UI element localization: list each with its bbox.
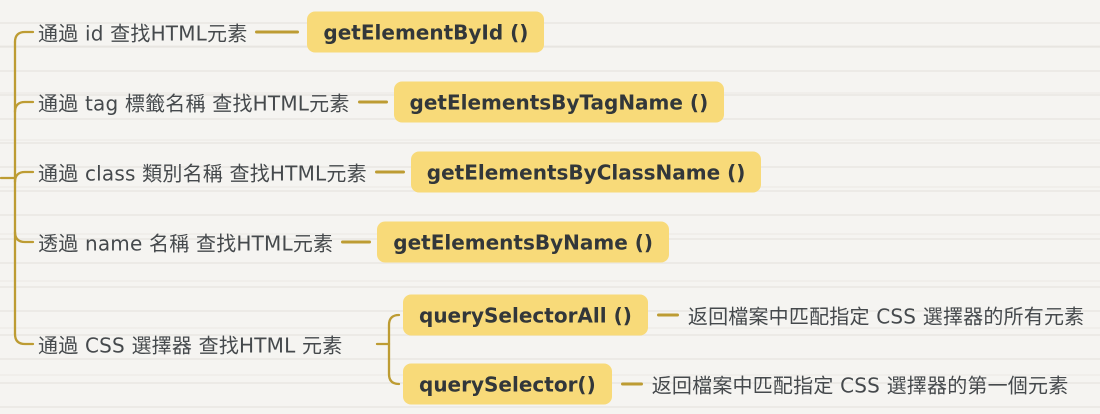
branch-label: 通過 tag 標籤名稱 查找HTML元素 — [38, 91, 350, 116]
method-chip: getElementById () — [307, 11, 545, 53]
branch-row-name: 透過 name 名稱 查找HTML元素 getElementsByName () — [38, 221, 670, 263]
connector-dash — [255, 30, 300, 34]
method-description: 返回檔案中匹配指定 CSS 選擇器的第一個元素 — [651, 373, 1069, 398]
sub-branch-row-queryselector: querySelector() 返回檔案中匹配指定 CSS 選擇器的第一個元素 — [403, 363, 1069, 405]
branch-curve-4 — [13, 230, 35, 244]
branch-row-css-selector: 通過 CSS 選擇器 查找HTML 元素 — [38, 330, 342, 359]
branch-curve-1 — [13, 30, 35, 44]
branch-label: 透過 name 名稱 查找HTML元素 — [38, 231, 334, 256]
connector-dash — [341, 240, 372, 244]
fork-bracket-line — [387, 313, 401, 386]
branch-row-tag: 通過 tag 標籤名稱 查找HTML元素 getElementsByTagNam… — [38, 81, 725, 123]
method-chip: querySelector() — [403, 363, 612, 405]
branch-label: 通過 CSS 選擇器 查找HTML 元素 — [38, 333, 343, 358]
connector-dash — [620, 382, 643, 386]
method-chip: getElementsByName () — [377, 221, 670, 263]
branch-curve-5 — [13, 332, 35, 346]
branch-curve-3 — [13, 170, 35, 184]
connector-dash — [357, 100, 388, 104]
branch-curve-2 — [13, 100, 35, 114]
sub-branch-row-queryselectorall: querySelectorAll () 返回檔案中匹配指定 CSS 選擇器的所有… — [403, 294, 1085, 336]
method-chip: querySelectorAll () — [403, 294, 648, 336]
connector-dash — [656, 313, 679, 317]
branch-row-id: 通過 id 查找HTML元素 getElementById () — [38, 11, 545, 53]
branch-label: 通過 class 類別名稱 查找HTML元素 — [38, 161, 367, 186]
branch-label: 通過 id 查找HTML元素 — [38, 21, 248, 46]
method-chip: getElementsByClassName () — [410, 151, 762, 193]
method-description: 返回檔案中匹配指定 CSS 選擇器的所有元素 — [687, 304, 1085, 329]
method-chip: getElementsByTagName () — [393, 81, 725, 123]
connector-dash — [374, 170, 405, 174]
branch-row-class: 通過 class 類別名稱 查找HTML元素 getElementsByClas… — [38, 151, 762, 193]
